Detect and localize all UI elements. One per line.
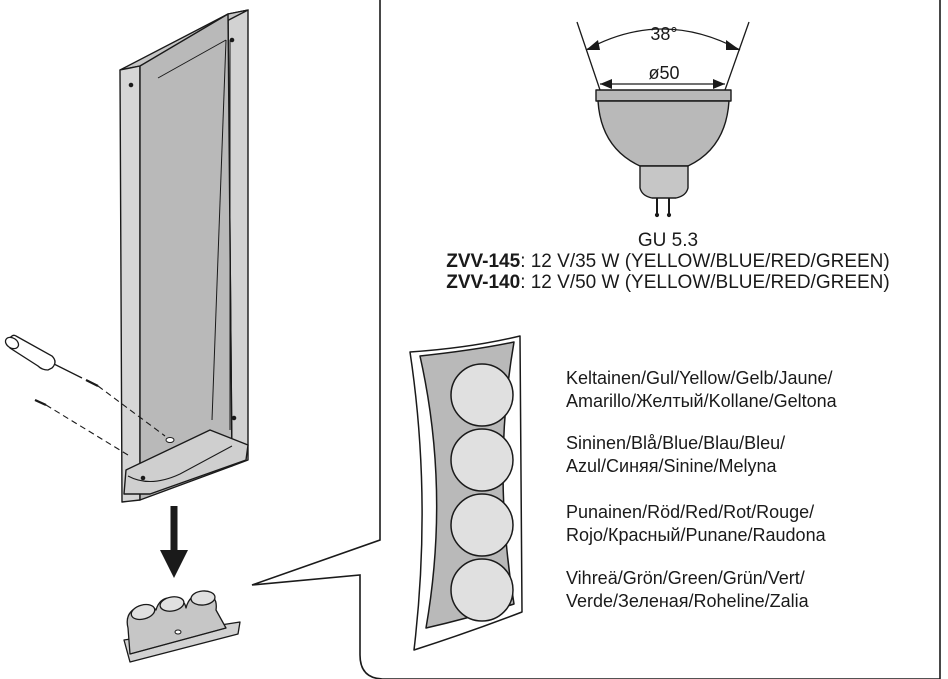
cover-panel	[119, 9, 249, 503]
lens-green	[450, 558, 514, 622]
lens-blue	[450, 428, 514, 492]
diameter-label: ø50	[648, 63, 679, 83]
color-blue-line2: Azul/Синяя/Sinine/Melyna	[566, 456, 777, 476]
spec-model-2: ZVV-140	[446, 272, 521, 293]
screw-icon	[34, 379, 99, 407]
spec-text-1: : 12 V/35 W (YELLOW/BLUE/RED/GREEN)	[520, 251, 890, 272]
color-green-line2: Verde/Зеленая/Roheline/Zalia	[566, 591, 809, 611]
bulb-holder-small	[123, 590, 241, 663]
color-yellow-line2: Amarillo/Желтый/Kollane/Geltona	[566, 391, 837, 411]
bulb-holder-large	[409, 335, 523, 651]
guide-lines	[45, 385, 166, 456]
lens-red	[450, 493, 514, 557]
spec-text-2: : 12 V/50 W (YELLOW/BLUE/RED/GREEN)	[520, 272, 890, 293]
spec-line-2: ZVV-140: 12 V/50 W (YELLOW/BLUE/RED/GREE…	[398, 272, 938, 293]
socket-label: GU 5.3	[637, 230, 699, 251]
color-blue-line1: Sininen/Blå/Blue/Blau/Bleu/	[566, 433, 786, 453]
spec-model-1: ZVV-145	[446, 251, 521, 272]
color-yellow-line1: Keltainen/Gul/Yellow/Gelb/Jaune/	[566, 368, 833, 388]
color-red-line2: Rojo/Красный/Punane/Raudona	[566, 525, 826, 545]
spec-line-1: ZVV-145: 12 V/35 W (YELLOW/BLUE/RED/GREE…	[398, 251, 938, 272]
beam-angle-label: 38°	[650, 24, 677, 44]
screw-hole	[165, 437, 175, 443]
color-green-line1: Vihreä/Grön/Green/Grün/Vert/	[566, 568, 805, 588]
lens-yellow	[450, 363, 514, 427]
color-red-line1: Punainen/Röd/Red/Rot/Rouge/	[566, 502, 815, 522]
halogen-lamp	[576, 21, 750, 218]
screwdriver-icon	[4, 334, 83, 379]
down-arrow-icon	[160, 506, 188, 578]
